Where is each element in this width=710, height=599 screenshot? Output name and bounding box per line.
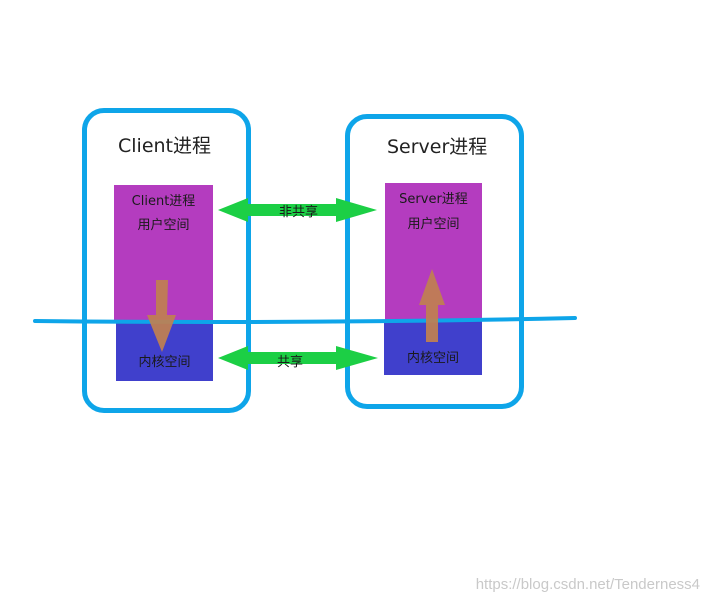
non-shared-label: 非共享: [279, 205, 319, 220]
client-down-arrow: [147, 280, 176, 352]
server-user-space-label-line2: 用户空间: [407, 217, 460, 232]
client-user-space-label-line1: Client进程: [131, 194, 196, 209]
server-process-box: [345, 114, 524, 409]
kernel-space-double-arrow: [218, 346, 378, 370]
server-user-space-label-line1: Server进程: [399, 192, 468, 207]
client-kernel-space-label: 内核空间: [138, 355, 191, 370]
server-up-arrow: [419, 269, 445, 342]
client-process-title: Client进程: [118, 135, 212, 157]
server-process-title: Server进程: [387, 136, 488, 158]
user-space-double-arrow: [218, 198, 377, 222]
watermark: https://blog.csdn.net/Tenderness4: [475, 576, 700, 593]
shared-label: 共享: [277, 355, 304, 370]
user-kernel-divider-line: [33, 316, 577, 324]
client-user-space-label-line2: 用户空间: [137, 218, 190, 233]
server-kernel-space-label: 内核空间: [406, 351, 459, 366]
client-process-box: [82, 108, 251, 413]
